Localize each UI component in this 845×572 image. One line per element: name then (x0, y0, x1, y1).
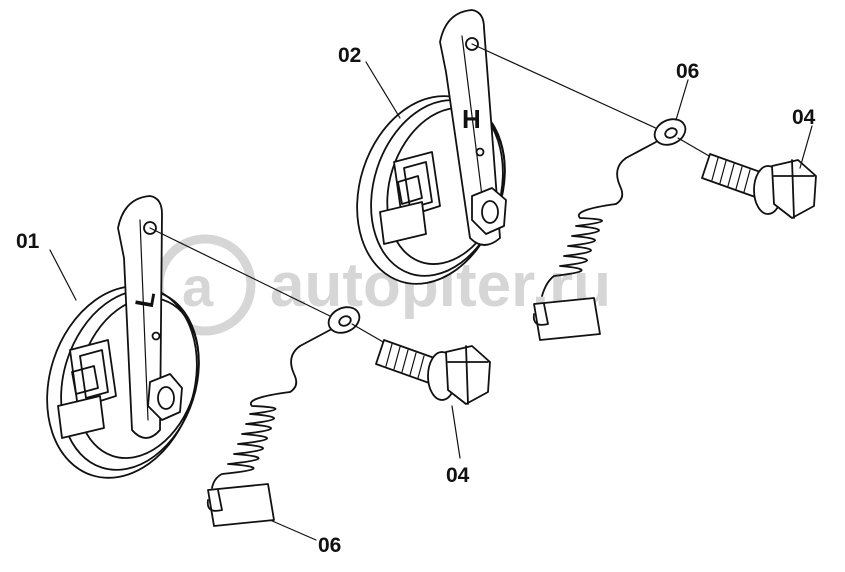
horn-high-stamp: H (462, 104, 481, 134)
callout-bolt-high: 04 (792, 106, 816, 129)
bolt-low (351, 323, 491, 405)
horn-high: H (356, 9, 507, 285)
callout-wire-high: 06 (676, 60, 699, 83)
horn-low-stamp: L (129, 289, 161, 310)
bolt-high (677, 137, 817, 219)
callout-horn-low: 01 (16, 230, 40, 253)
horn-low: L (46, 195, 200, 479)
callout-horn-high: 02 (338, 44, 361, 67)
callout-wire-low: 06 (318, 534, 341, 557)
watermark-logo-glyph: a (182, 255, 214, 318)
leader-lines (49, 61, 813, 541)
callout-bolt-low: 04 (446, 464, 470, 487)
wire-assembly-low (149, 227, 361, 527)
